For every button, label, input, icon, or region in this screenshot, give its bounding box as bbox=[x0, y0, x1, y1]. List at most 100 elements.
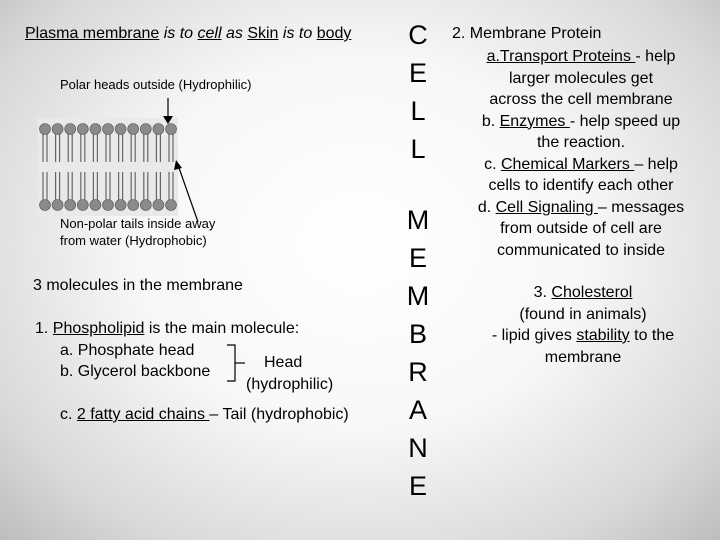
molecules-heading: 3 molecules in the membrane bbox=[33, 277, 243, 294]
cholesterol-line-4: membrane bbox=[544, 348, 622, 366]
fatty-acid-term: 2 fatty acid chains bbox=[76, 406, 210, 423]
cholesterol-line-3: - lipid gives stability to the bbox=[452, 325, 714, 347]
chemical-markers-prefix: c. bbox=[484, 155, 501, 173]
nonpolar-pointer-line bbox=[177, 164, 199, 223]
membrane-protein-list: a.Transport Proteins - help larger molec… bbox=[447, 46, 715, 261]
bottom-polar-head bbox=[64, 199, 77, 211]
nonpolar-label-line-1: Non-polar tails inside away bbox=[60, 216, 216, 231]
nonpolar-tails-label: Non-polar tails inside away from water (… bbox=[60, 215, 215, 249]
top-polar-head bbox=[39, 123, 51, 135]
bottom-polar-head bbox=[165, 199, 177, 211]
chemical-markers-rest: – help bbox=[634, 155, 678, 173]
fatty-acid-item: c. 2 fatty acid chains – Tail (hydrophob… bbox=[60, 406, 349, 424]
stability-term: stability bbox=[576, 327, 630, 344]
title-as: as bbox=[221, 25, 248, 42]
top-polar-head bbox=[64, 123, 77, 135]
membrane-letter-3: M bbox=[406, 281, 430, 311]
title-plasma-membrane: Plasma membrane bbox=[25, 25, 160, 42]
vertical-word-cell: C E L L bbox=[396, 16, 440, 168]
cholesterol-l3-prefix: - lipid gives bbox=[491, 327, 577, 344]
cholesterol-term: Cholesterol bbox=[551, 284, 633, 301]
top-polar-head bbox=[165, 123, 177, 135]
membrane-letter-1: M bbox=[406, 205, 430, 235]
enzymes-line-1: b. Enzymes - help speed up bbox=[447, 111, 715, 133]
phospholipid-term: Phospholipid bbox=[52, 320, 145, 337]
head-hydrophilic-label: (hydrophilic) bbox=[246, 376, 334, 393]
bottom-polar-head bbox=[51, 199, 64, 211]
cholesterol-l3-rest: to the bbox=[629, 327, 675, 344]
cell-signaling-prefix: d. bbox=[477, 198, 496, 216]
cell-signaling-line-3: communicated to inside bbox=[496, 241, 666, 259]
transport-proteins-term: a.Transport Proteins bbox=[486, 48, 636, 65]
enzymes-term: Enzymes bbox=[499, 112, 570, 130]
top-polar-head bbox=[51, 123, 64, 135]
bottom-polar-head bbox=[89, 199, 102, 211]
bracket-line bbox=[227, 344, 236, 382]
transport-proteins-line-2: larger molecules get bbox=[508, 69, 654, 87]
fatty-acid-description: – Tail (hydrophobic) bbox=[209, 406, 349, 423]
membrane-letter-4: B bbox=[408, 319, 427, 349]
membrane-letter-6: A bbox=[408, 395, 427, 425]
bottom-polar-head bbox=[102, 199, 114, 211]
vertical-word-membrane: M E M B R A N E bbox=[396, 201, 440, 505]
phospholipid-item: 1. Phospholipid is the main molecule: bbox=[35, 320, 299, 338]
chemical-markers-term: Chemical Markers bbox=[500, 155, 635, 173]
title-cell: cell bbox=[197, 25, 222, 42]
item1-description: is the main molecule: bbox=[144, 320, 300, 337]
glycerol-backbone-item: b. Glycerol backbone bbox=[60, 363, 211, 380]
nonpolar-pointer-arrow bbox=[174, 160, 182, 170]
top-polar-head bbox=[89, 123, 102, 135]
title-skin: Skin bbox=[247, 25, 279, 42]
membrane-letter-2: E bbox=[408, 243, 427, 273]
cholesterol-line-2: (found in animals) bbox=[519, 305, 647, 323]
enzymes-rest: - help speed up bbox=[569, 112, 681, 130]
top-polar-head bbox=[76, 123, 89, 135]
head-label: Head bbox=[264, 354, 303, 371]
top-polar-head bbox=[114, 123, 127, 135]
nonpolar-label-line-2: from water (Hydrophobic) bbox=[60, 233, 207, 248]
phospholipid-bilayer-image bbox=[38, 118, 178, 216]
bottom-polar-head bbox=[140, 199, 152, 211]
cholesterol-line-1: 3. Cholesterol bbox=[452, 282, 714, 304]
bottom-polar-head bbox=[76, 199, 89, 211]
cholesterol-section: 3. Cholesterol (found in animals) - lipi… bbox=[452, 282, 714, 368]
bilayer-drawing bbox=[39, 123, 177, 211]
chemical-markers-line-1: c. Chemical Markers – help bbox=[447, 154, 715, 176]
cell-signaling-line-2: from outside of cell are bbox=[500, 220, 662, 237]
title-is-to-1: is to bbox=[159, 25, 198, 42]
phosphate-head-item: a. Phosphate head bbox=[60, 342, 195, 359]
top-polar-head bbox=[152, 123, 165, 135]
cell-signaling-term: Cell Signaling bbox=[495, 198, 598, 216]
item1-number: 1. bbox=[35, 320, 53, 337]
slide-title: Plasma membrane is to cell as Skin is to… bbox=[25, 25, 351, 43]
item-c-prefix: c. bbox=[60, 406, 77, 423]
enzymes-prefix: b. bbox=[481, 112, 500, 130]
bottom-polar-head bbox=[127, 199, 139, 211]
transport-proteins-line-3: across the cell membrane bbox=[489, 91, 673, 108]
polar-pointer-arrow bbox=[163, 116, 173, 124]
top-polar-head bbox=[102, 123, 114, 135]
title-body: body bbox=[316, 25, 352, 42]
membrane-letter-5: R bbox=[408, 357, 428, 387]
membrane-letter-7: N bbox=[408, 433, 428, 463]
cell-signaling-line-1: d. Cell Signaling – messages bbox=[447, 197, 715, 219]
chemical-markers-line-2: cells to identify each other bbox=[488, 177, 674, 194]
enzymes-line-2: the reaction. bbox=[536, 134, 626, 151]
cell-letter-3: L bbox=[410, 96, 426, 126]
bottom-polar-head bbox=[39, 199, 51, 211]
membrane-protein-heading: 2. Membrane Protein bbox=[452, 25, 602, 42]
top-polar-head bbox=[140, 123, 152, 135]
cell-letter-1: C bbox=[408, 20, 428, 50]
polar-heads-label: Polar heads outside (Hydrophilic) bbox=[60, 77, 252, 92]
bottom-polar-head bbox=[114, 199, 127, 211]
cell-letter-4: L bbox=[410, 134, 426, 164]
top-polar-head bbox=[127, 123, 139, 135]
transport-proteins-line-1: a.Transport Proteins - help bbox=[447, 46, 715, 68]
cholesterol-prefix: 3. bbox=[533, 284, 552, 301]
transport-proteins-rest: - help bbox=[635, 48, 676, 65]
cell-letter-2: E bbox=[408, 58, 427, 88]
bottom-polar-head bbox=[152, 199, 165, 211]
membrane-letter-8: E bbox=[408, 471, 427, 501]
head-bracket bbox=[227, 344, 245, 382]
